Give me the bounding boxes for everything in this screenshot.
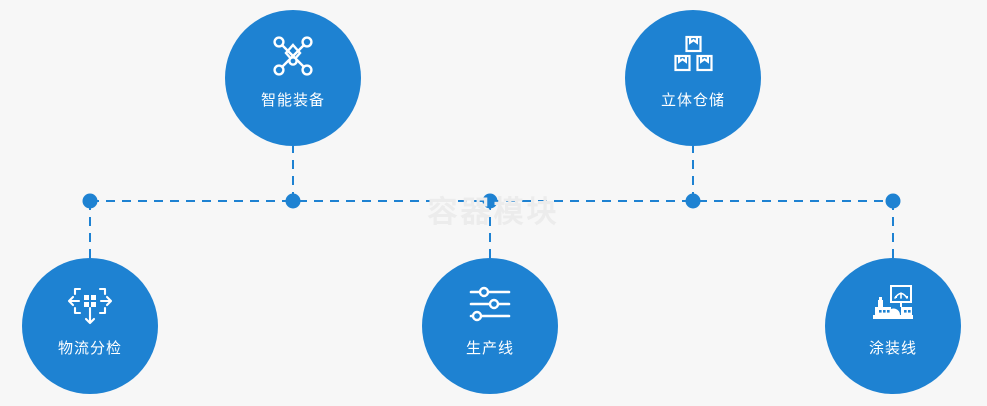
sliders-icon: [469, 286, 511, 322]
module-node-stereoscopic-warehouse[interactable]: 立体仓储: [625, 10, 761, 146]
module-node-painting-line[interactable]: 涂装线: [825, 258, 961, 394]
node-label-logistics-sorting: 物流分检: [57, 340, 122, 357]
stacked-boxes-icon: [674, 35, 713, 72]
node-label-painting-line: 涂装线: [868, 340, 917, 357]
node-dot-intelligent-equipment[interactable]: [285, 193, 301, 209]
module-node-logistics-sorting[interactable]: 物流分检: [22, 258, 158, 394]
icon-wrap-painting-line: [825, 280, 961, 328]
icon-wrap-intelligent-equipment: [225, 32, 361, 80]
node-dot-stereoscopic-warehouse[interactable]: [685, 193, 701, 209]
icon-wrap-production-line: [422, 280, 558, 328]
network-nodes-icon: [273, 36, 313, 76]
icon-wrap-stereoscopic-warehouse: [625, 32, 761, 80]
node-label-production-line: 生产线: [465, 340, 514, 357]
node-dot-production-line[interactable]: [482, 193, 498, 209]
node-label-stereoscopic-warehouse: 立体仓储: [660, 92, 725, 109]
sorting-arrows-icon: [67, 287, 113, 325]
node-dot-logistics-sorting[interactable]: [82, 193, 98, 209]
module-node-intelligent-equipment[interactable]: 智能装备: [225, 10, 361, 146]
node-dot-painting-line[interactable]: [885, 193, 901, 209]
module-node-production-line[interactable]: 生产线: [422, 258, 558, 394]
paint-machine-icon: [873, 285, 913, 319]
node-label-intelligent-equipment: 智能装备: [260, 92, 325, 109]
icon-wrap-logistics-sorting: [22, 280, 158, 328]
node-dots: [82, 193, 901, 209]
